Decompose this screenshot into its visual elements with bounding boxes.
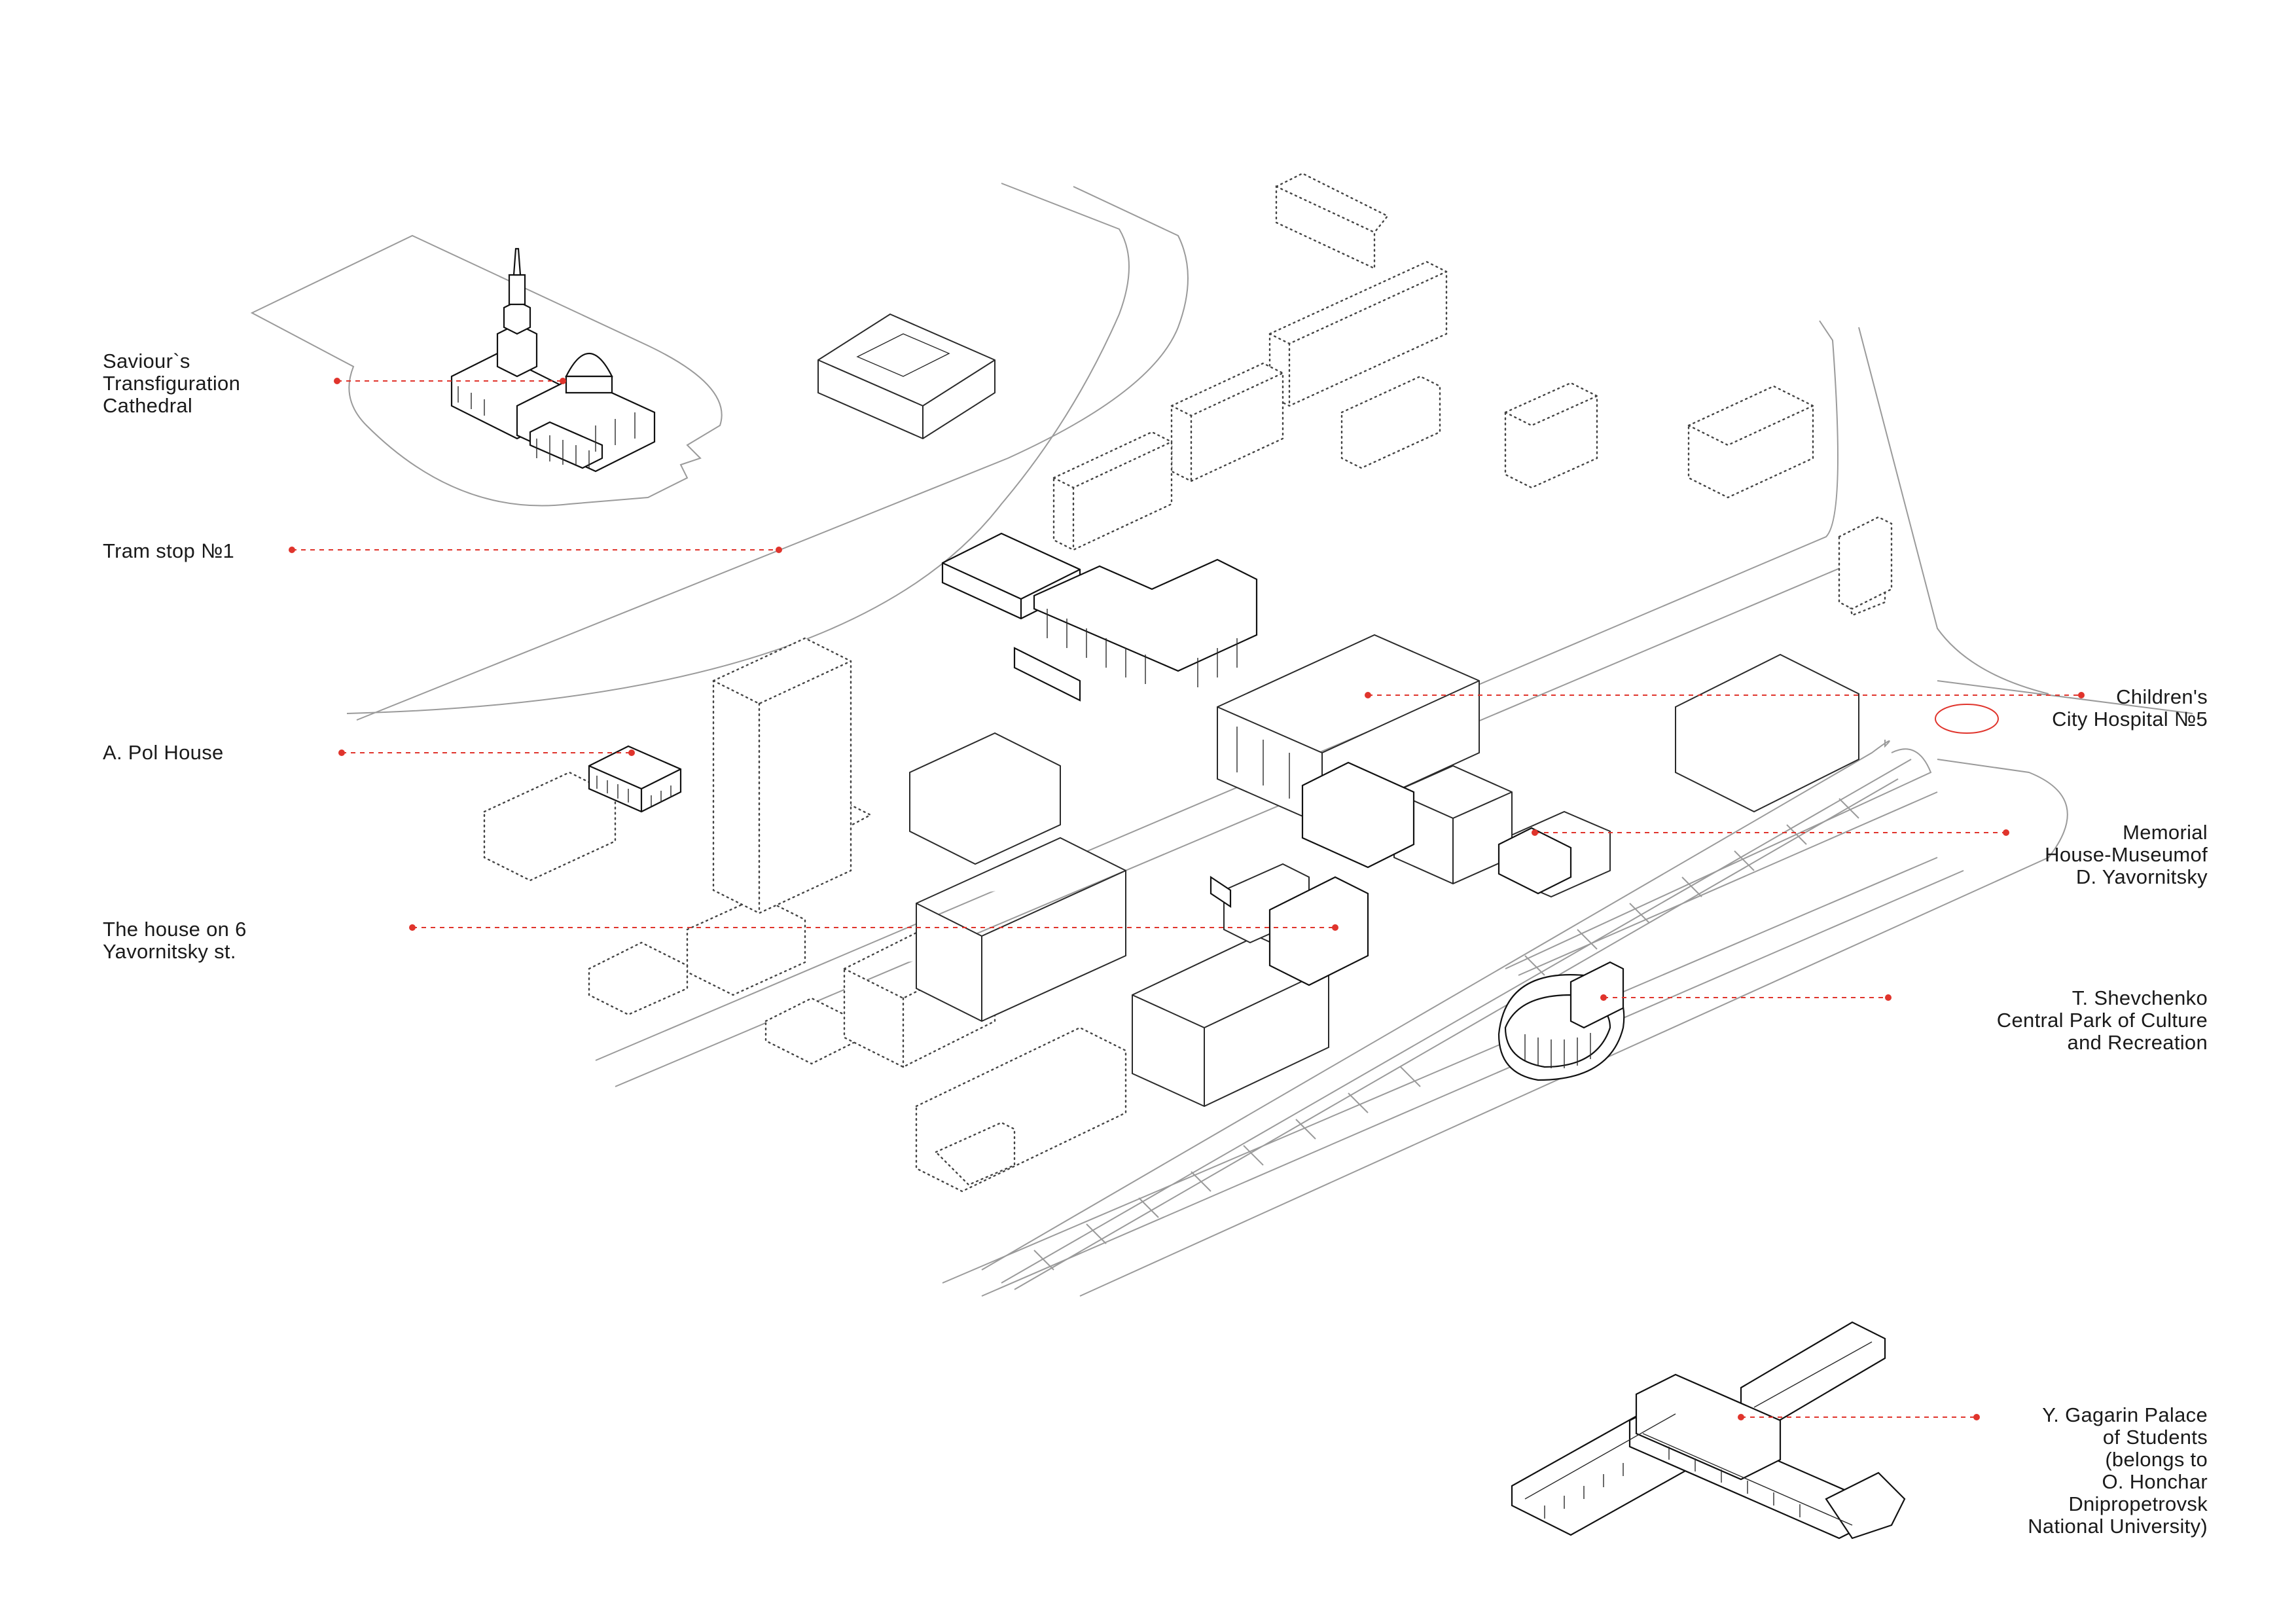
leader-dot-museum-a — [1532, 829, 1538, 836]
cathedral-model — [450, 247, 656, 473]
shevchenko-park-rotunda — [1498, 961, 1625, 1081]
leader-dot-hospital-a — [1365, 692, 1371, 698]
yavornitsky-street-ensemble — [941, 532, 1572, 986]
leader-dot-house6-a — [409, 924, 416, 931]
context-buildings — [483, 172, 1893, 1193]
label-cathedral: Saviour`s Transfiguration Cathedral — [103, 350, 241, 417]
label-palace: Y. Gagarin Palace of Students (belongs t… — [2028, 1403, 2208, 1538]
leader-dot-tram-a — [289, 547, 295, 553]
label-park: T. Shevchenko Central Park of Culture an… — [1996, 986, 2208, 1054]
leader-dot-tram-b — [776, 547, 782, 553]
leader-lines — [289, 378, 2085, 1420]
label-museum: Memorial House-Museumof D. Yavornitsky — [2045, 821, 2208, 888]
leader-dot-pol-a — [338, 749, 345, 756]
leader-dot-pol-b — [628, 749, 635, 756]
street-buildings — [817, 313, 1859, 1108]
leader-dot-park-b — [1885, 994, 1892, 1001]
leader-dot-palace-b — [1973, 1414, 1980, 1420]
leader-dot-park-a — [1600, 994, 1607, 1001]
leader-dot-cathedral-b — [560, 378, 566, 384]
leader-dot-hospital-b — [2078, 692, 2085, 698]
leader-dot-cathedral-a — [334, 378, 340, 384]
label-pol-house: A. Pol House — [103, 741, 224, 764]
leader-dot-palace-a — [1738, 1414, 1744, 1420]
gagarin-palace-model — [1511, 1321, 1906, 1540]
pol-house-model — [588, 745, 682, 813]
label-house-6: The house on 6 Yavornitsky st. — [103, 918, 247, 963]
label-tram-stop: Tram stop №1 — [103, 539, 235, 562]
leader-dot-house6-b — [1332, 924, 1338, 931]
label-hospital: Children's City Hospital №5 — [2052, 685, 2208, 731]
street-network — [250, 183, 2193, 1297]
leader-dot-museum-b — [2003, 829, 2009, 836]
